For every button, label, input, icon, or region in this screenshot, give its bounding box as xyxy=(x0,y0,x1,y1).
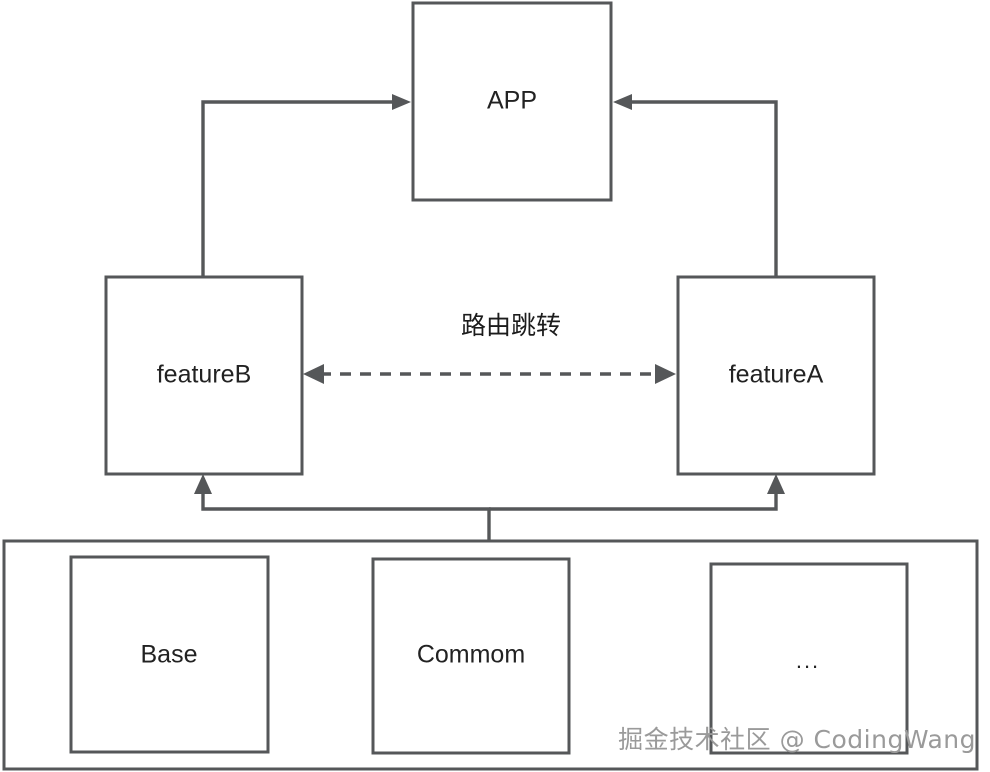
edge-library-to-featurea-arrowhead xyxy=(767,474,785,494)
edge-route-jump-arrowhead-right xyxy=(655,364,676,384)
edge-library-to-features xyxy=(194,474,785,541)
node-featureb-label: featureB xyxy=(157,361,252,389)
edge-featureb-to-app xyxy=(201,94,411,277)
edge-route-jump-arrowhead-left xyxy=(303,364,324,384)
node-base[interactable]: Base xyxy=(69,555,270,754)
edge-featurea-to-app xyxy=(613,94,778,277)
edge-library-to-featurea-line xyxy=(489,488,778,511)
node-featurea-label: featureA xyxy=(729,361,824,389)
edge-route-jump-label: 路由跳转 xyxy=(461,311,561,340)
node-common-box[interactable] xyxy=(371,557,571,755)
edge-library-to-featureb-line xyxy=(201,488,491,541)
node-ellipsis-box[interactable] xyxy=(709,562,909,755)
node-ellipsis-label: ... xyxy=(796,648,820,673)
node-common[interactable]: Commom xyxy=(371,557,571,755)
node-featurea[interactable]: featureA xyxy=(676,275,876,476)
node-app[interactable]: APP xyxy=(411,1,613,202)
edge-library-to-featureb-arrowhead xyxy=(194,474,212,494)
node-app-box[interactable] xyxy=(411,1,613,202)
edge-featureb-to-app-line xyxy=(201,100,405,277)
node-common-label: Commom xyxy=(417,641,525,669)
node-featureb-box[interactable] xyxy=(104,275,304,476)
node-base-box[interactable] xyxy=(69,555,270,754)
edge-featurea-to-app-line xyxy=(619,100,778,277)
edge-featurea-to-app-arrowhead xyxy=(613,94,632,110)
edge-route-jump xyxy=(303,364,676,384)
node-featurea-box[interactable] xyxy=(676,275,876,476)
edge-featureb-to-app-arrowhead xyxy=(392,94,411,110)
node-ellipsis[interactable]: ... xyxy=(709,562,909,755)
node-app-label: APP xyxy=(487,87,537,115)
node-base-label: Base xyxy=(141,641,198,669)
node-featureb[interactable]: featureB xyxy=(104,275,304,476)
library-container: Base Commom ... xyxy=(2,539,979,771)
